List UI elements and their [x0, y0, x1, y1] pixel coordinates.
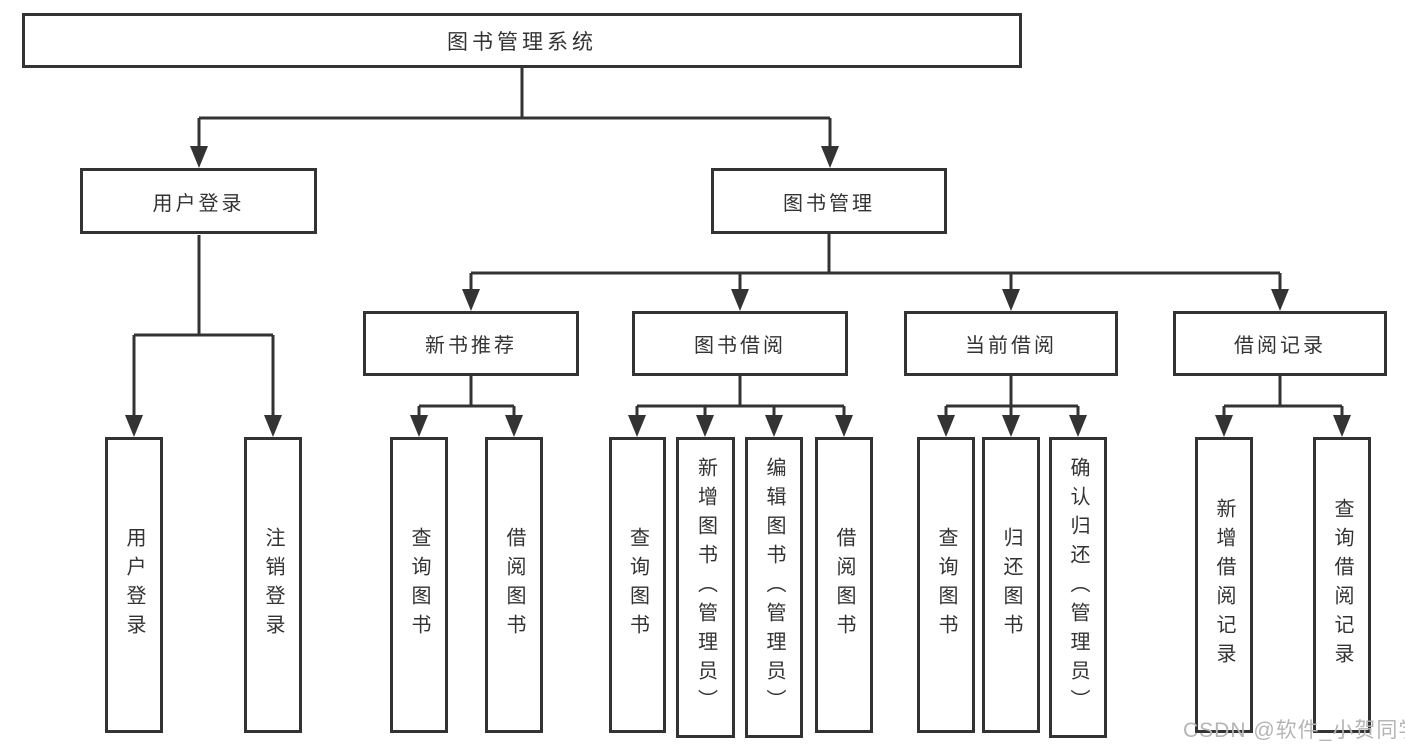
node-leaf-add-book-admin: 新增图书（管理员）	[676, 437, 735, 738]
node-leaf-query-borrow-record: 查询借阅记录	[1313, 437, 1371, 733]
node-user-login: 用户登录	[80, 168, 317, 234]
node-label: 确认归还（管理员）	[1067, 457, 1089, 718]
edge-current-borrow-branch	[944, 376, 1080, 420]
node-book-management: 图书管理	[711, 168, 947, 234]
node-label: 查询图书	[408, 527, 430, 643]
arrow-down-icon	[264, 415, 282, 437]
node-label: 借阅图书	[833, 527, 855, 643]
node-leaf-confirm-return-admin: 确认归还（管理员）	[1049, 437, 1107, 738]
node-label: 新增图书（管理员）	[694, 457, 717, 718]
node-label: 新书推荐	[425, 335, 517, 357]
node-leaf-query-book-current: 查询图书	[917, 437, 975, 733]
node-book-borrow: 图书借阅	[632, 311, 848, 376]
arrow-down-icon	[1271, 289, 1289, 311]
node-label: 查询图书	[626, 527, 649, 643]
arrow-down-icon	[1333, 415, 1351, 437]
arrow-down-icon	[765, 415, 783, 437]
node-label: 用户登录	[123, 527, 145, 643]
edge-user-login-branch	[132, 235, 275, 420]
arrow-down-icon	[835, 415, 853, 437]
node-leaf-logout: 注销登录	[244, 437, 302, 733]
edge-root-to-level2	[197, 68, 832, 150]
arrow-down-icon	[1215, 415, 1233, 437]
node-root: 图书管理系统	[22, 13, 1022, 68]
arrow-down-icon	[937, 415, 955, 437]
node-label: 图书管理系统	[447, 30, 597, 54]
node-leaf-user-login: 用户登录	[105, 437, 163, 733]
node-label: 归还图书	[1000, 527, 1022, 643]
edge-borrow-records-branch	[1222, 376, 1344, 420]
node-label: 编辑图书（管理员）	[763, 457, 785, 718]
node-current-borrow: 当前借阅	[904, 311, 1118, 376]
edge-book-borrow-branch	[635, 376, 846, 420]
node-new-book-recommend: 新书推荐	[363, 311, 579, 376]
node-label: 查询图书	[935, 527, 957, 643]
arrow-down-icon	[410, 415, 428, 437]
node-leaf-edit-book-admin: 编辑图书（管理员）	[745, 437, 803, 738]
csdn-watermark: CSDN @软件_小贺同学	[1183, 719, 1405, 742]
node-leaf-query-book-borrow: 查询图书	[609, 437, 666, 733]
node-label: 借阅记录	[1234, 335, 1326, 357]
node-label: 图书借阅	[694, 335, 786, 357]
node-borrow-records: 借阅记录	[1173, 311, 1387, 376]
node-label: 注销登录	[262, 527, 284, 643]
node-label: 新增借阅记录	[1213, 498, 1235, 672]
arrow-down-icon	[462, 289, 480, 311]
arrow-down-icon	[1002, 415, 1020, 437]
node-label: 用户登录	[152, 192, 245, 215]
edge-new-book-rec-branch	[417, 376, 516, 420]
arrow-down-icon	[125, 415, 143, 437]
arrow-down-icon	[696, 415, 714, 437]
node-leaf-borrow-book-recommend: 借阅图书	[485, 437, 543, 733]
edge-book-mgmt-branch	[469, 234, 1282, 294]
arrow-down-icon	[1002, 289, 1020, 311]
connector-stems	[132, 68, 1344, 420]
arrow-down-icon	[505, 415, 523, 437]
node-label: 图书管理	[783, 192, 875, 215]
arrowheads	[125, 146, 1351, 437]
node-label: 借阅图书	[503, 527, 525, 643]
arrow-down-icon	[1069, 415, 1087, 437]
arrow-down-icon	[628, 415, 646, 437]
arrow-down-icon	[731, 289, 749, 311]
node-leaf-query-book-recommend: 查询图书	[390, 437, 448, 733]
arrow-down-icon	[190, 146, 208, 168]
arrow-down-icon	[821, 146, 839, 168]
node-label: 查询借阅记录	[1331, 498, 1353, 672]
node-leaf-borrow-book: 借阅图书	[815, 437, 873, 733]
node-label: 当前借阅	[965, 335, 1057, 357]
node-leaf-add-borrow-record: 新增借阅记录	[1195, 437, 1253, 733]
node-leaf-return-book: 归还图书	[982, 437, 1040, 733]
